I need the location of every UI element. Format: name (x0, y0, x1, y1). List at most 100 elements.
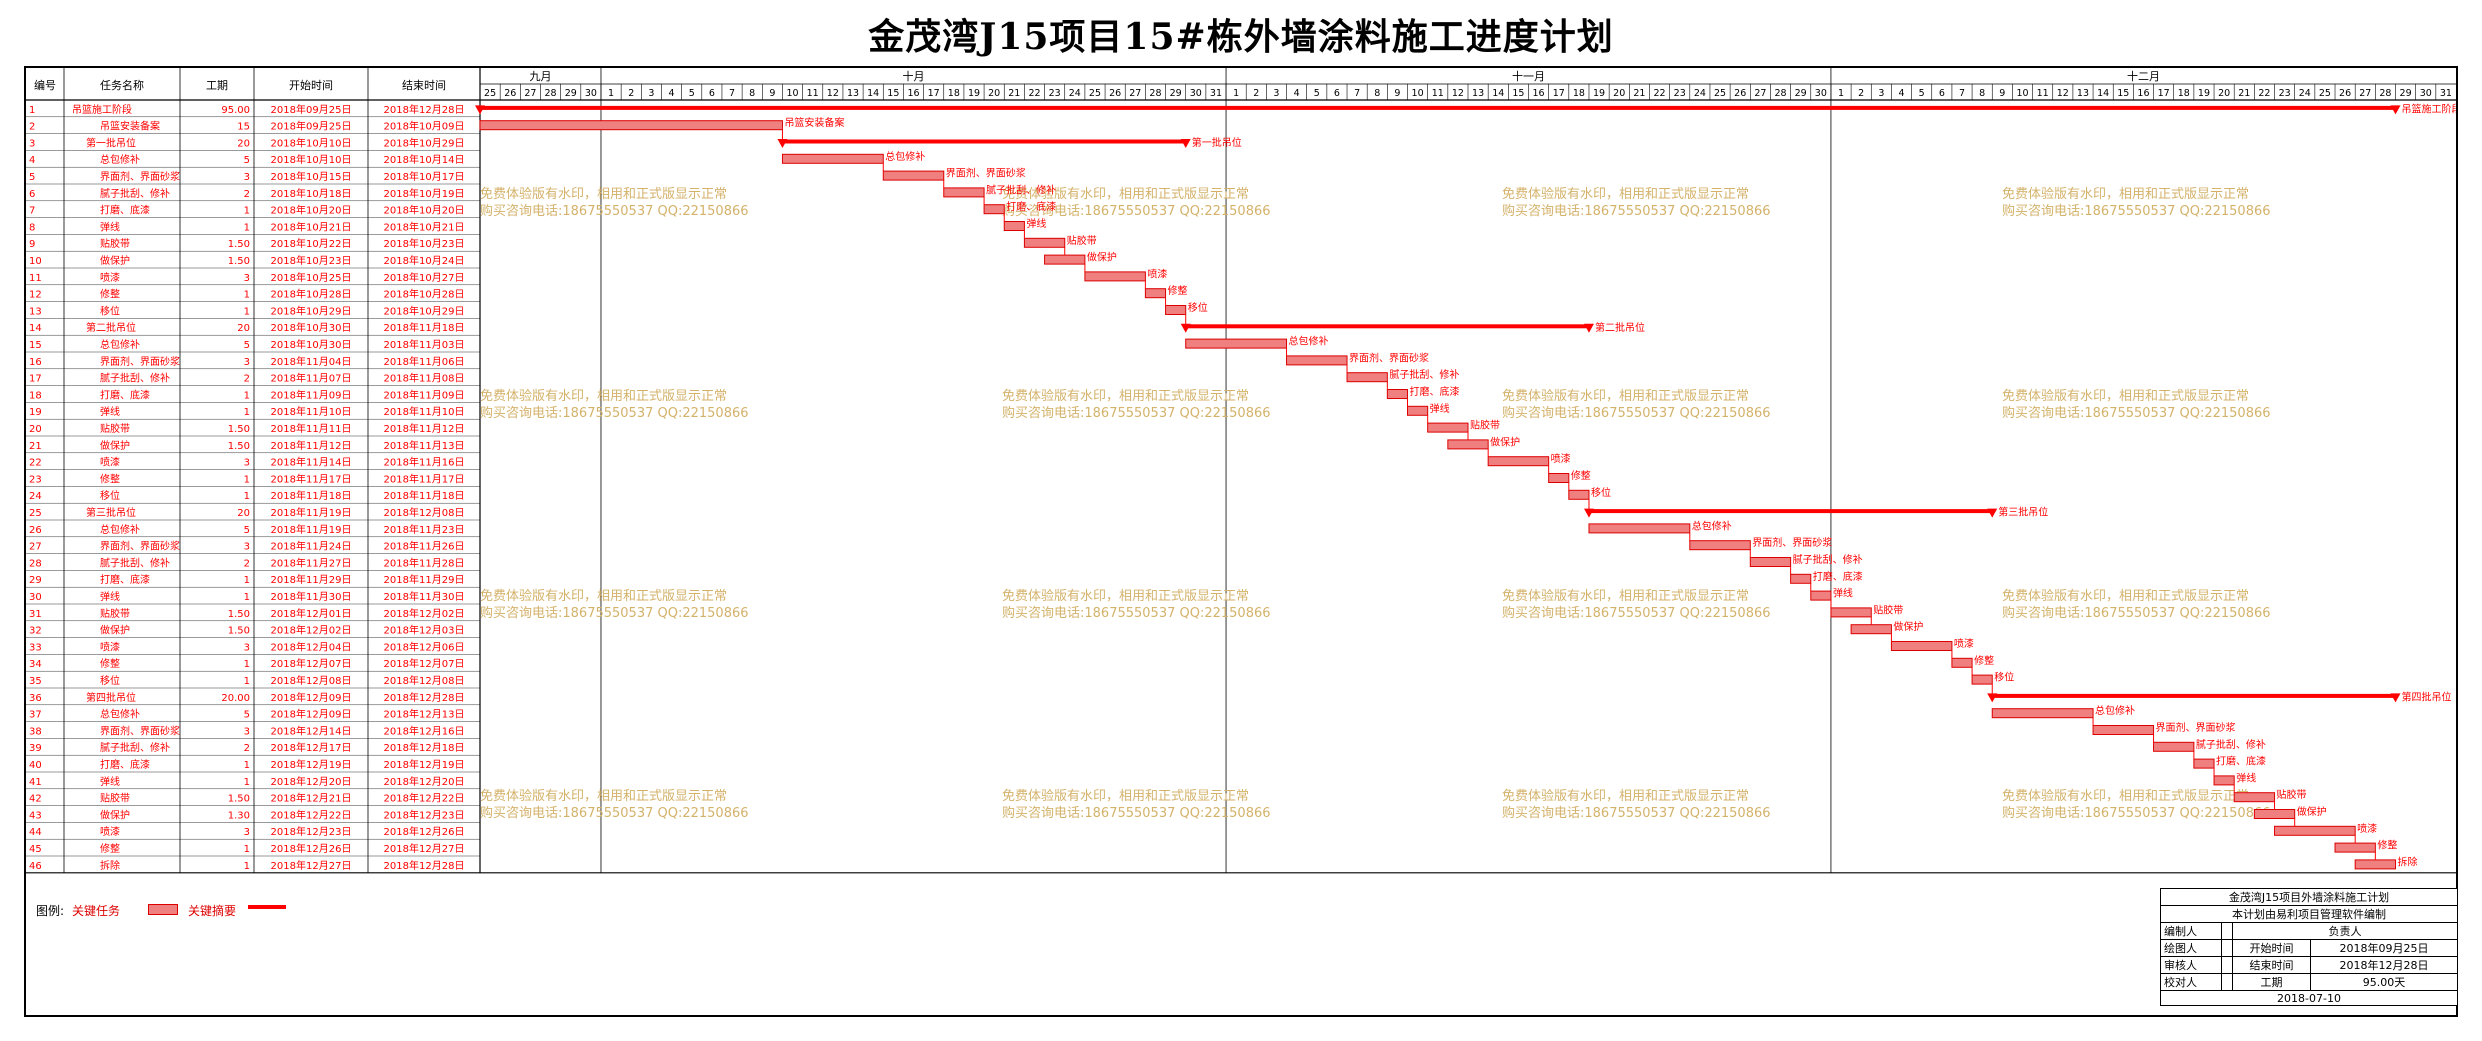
task-id: 12 (29, 290, 42, 301)
day-tick-label: 6 (1334, 88, 1340, 99)
task-bar (882, 170, 945, 181)
task-bar-label: 修整 (1571, 469, 1591, 482)
task-end: 2018年11月17日 (384, 472, 465, 485)
day-tick-label: 21 (2238, 88, 2250, 99)
day-tick-label: 11 (807, 88, 819, 99)
day-tick-label: 30 (1815, 88, 1827, 99)
task-bar (1487, 456, 1550, 467)
watermark-line2: 购买咨询电话:18675550537 QQ:22150866 (1502, 203, 1771, 219)
task-start: 2018年09月25日 (271, 103, 352, 116)
task-duration: 1.50 (228, 626, 250, 637)
day-tick-label: 25 (484, 88, 496, 99)
task-start: 2018年12月26日 (271, 842, 352, 855)
task-duration: 1 (244, 659, 250, 670)
task-bar-label: 打磨、底漆 (1410, 385, 1460, 398)
task-start: 2018年10月10日 (271, 136, 352, 149)
day-tick-label: 3 (1273, 88, 1279, 99)
task-id: 37 (29, 710, 42, 721)
task-name: 总包修补 (100, 523, 140, 536)
day-tick-label: 31 (1210, 88, 1222, 99)
task-duration: 1.50 (228, 424, 250, 435)
task-bar-label: 弹线 (1430, 402, 1450, 415)
task-end: 2018年11月03日 (384, 338, 465, 351)
task-bar (1991, 708, 2094, 719)
task-duration: 1 (244, 575, 250, 586)
month-label: 十月 (903, 69, 925, 83)
day-tick-label: 26 (1734, 88, 1746, 99)
task-id: 20 (29, 424, 42, 435)
task-duration: 3 (244, 726, 250, 737)
watermark-line1: 免费体验版有水印，相用和正式版显示正常 (1002, 588, 1249, 604)
day-tick-label: 27 (1754, 88, 1766, 99)
task-end: 2018年12月26日 (384, 825, 465, 838)
day-tick-label: 14 (867, 88, 879, 99)
watermark-line1: 免费体验版有水印，相用和正式版显示正常 (480, 588, 727, 604)
task-bar-label: 总包修补 (885, 150, 925, 163)
day-tick-label: 18 (948, 88, 960, 99)
task-id: 6 (29, 189, 35, 200)
day-tick-label: 22 (1654, 88, 1666, 99)
task-bar-label: 弹线 (1026, 217, 1046, 230)
task-name: 打磨、底漆 (100, 758, 150, 771)
task-id: 41 (29, 777, 42, 788)
day-tick-label: 29 (1795, 88, 1807, 99)
task-id: 22 (29, 458, 42, 469)
task-duration: 95.00 (221, 105, 250, 116)
task-duration: 1.50 (228, 256, 250, 267)
day-tick-label: 16 (907, 88, 919, 99)
task-id: 42 (29, 794, 42, 805)
task-id: 5 (29, 172, 35, 183)
task-id: 27 (29, 542, 42, 553)
task-bar-label: 腻子批刮、修补 (986, 183, 1056, 196)
task-id: 14 (29, 323, 42, 334)
task-name: 喷漆 (100, 825, 120, 838)
task-bar (479, 120, 783, 131)
task-name: 第三批吊位 (86, 506, 136, 519)
task-bar-label: 喷漆 (1551, 452, 1571, 465)
day-tick-label: 1 (1838, 88, 1844, 99)
watermark-line1: 免费体验版有水印，相用和正式版显示正常 (2002, 186, 2249, 202)
task-id: 26 (29, 525, 42, 536)
task-name: 打磨、底漆 (100, 573, 150, 586)
task-end: 2018年10月21日 (384, 220, 465, 233)
task-end: 2018年11月23日 (384, 523, 465, 536)
task-name: 贴胶带 (100, 792, 130, 805)
task-duration: 1 (244, 290, 250, 301)
task-duration: 5 (244, 710, 250, 721)
day-tick-label: 24 (2299, 88, 2311, 99)
task-name: 移位 (100, 674, 120, 687)
task-name: 做保护 (100, 808, 130, 821)
task-bar-label: 界面剂、界面砂浆 (1752, 536, 1832, 549)
task-bar (1568, 489, 1590, 500)
task-name: 腻子批刮、修补 (100, 556, 170, 569)
task-id: 35 (29, 676, 42, 687)
task-bar (1830, 607, 1872, 618)
task-end: 2018年10月19日 (384, 187, 465, 200)
day-tick-label: 13 (2077, 88, 2089, 99)
day-tick-label: 27 (524, 88, 536, 99)
task-name: 总包修补 (100, 708, 140, 721)
day-tick-label: 5 (689, 88, 695, 99)
task-bar-label: 移位 (1591, 486, 1611, 499)
day-tick-label: 4 (1294, 88, 1300, 99)
watermark-line2: 购买咨询电话:18675550537 QQ:22150866 (1502, 805, 1771, 821)
task-bar (2193, 758, 2215, 769)
task-end: 2018年11月13日 (384, 439, 465, 452)
info-title: 金茂湾J15项目外墙涂料施工计划 (2160, 888, 2458, 906)
task-name: 修整 (100, 288, 120, 301)
task-duration: 1 (244, 491, 250, 502)
day-tick-label: 30 (2420, 88, 2432, 99)
task-bar (1286, 355, 1348, 366)
day-tick-label: 25 (1714, 88, 1726, 99)
task-id: 23 (29, 474, 42, 485)
task-end: 2018年11月10日 (384, 405, 465, 418)
day-tick-label: 14 (1492, 88, 1504, 99)
day-tick-label: 29 (1170, 88, 1182, 99)
month-label: 九月 (529, 70, 551, 83)
task-bar (2274, 825, 2356, 836)
summary-bar-label: 第一批吊位 (1192, 136, 1242, 149)
task-bar (1971, 674, 1993, 685)
task-duration: 1 (244, 306, 250, 317)
watermark-line2: 购买咨询电话:18675550537 QQ:22150866 (1002, 203, 1271, 219)
